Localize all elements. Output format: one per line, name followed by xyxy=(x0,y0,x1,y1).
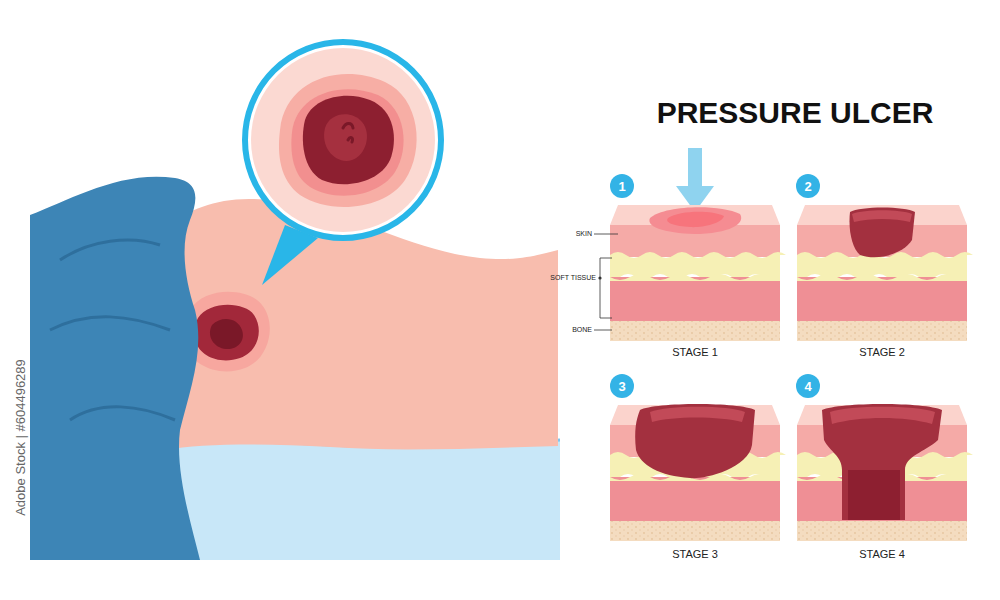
callout-number: 4 xyxy=(804,379,811,394)
stage-caption: STAGE 3 xyxy=(610,548,780,560)
callout-number: 2 xyxy=(804,179,811,194)
title: PRESSURE ULCER xyxy=(630,96,960,130)
step-circle: 3 xyxy=(610,374,634,398)
stage-caption: STAGE 2 xyxy=(797,346,967,358)
step-circle: 4 xyxy=(796,374,820,398)
layer-label: SKIN xyxy=(560,230,592,237)
layer-label: SOFT TISSUE xyxy=(540,274,596,281)
stage-caption: STAGE 1 xyxy=(610,346,780,358)
callout-number: 1 xyxy=(618,179,625,194)
callout-number: 3 xyxy=(618,379,625,394)
step-circle: 2 xyxy=(796,174,820,198)
step-circle: 1 xyxy=(610,174,634,198)
watermark: Adobe Stock | #604496289 xyxy=(13,328,28,548)
layer-label: BONE xyxy=(560,326,592,333)
stage-caption: STAGE 4 xyxy=(797,548,967,560)
